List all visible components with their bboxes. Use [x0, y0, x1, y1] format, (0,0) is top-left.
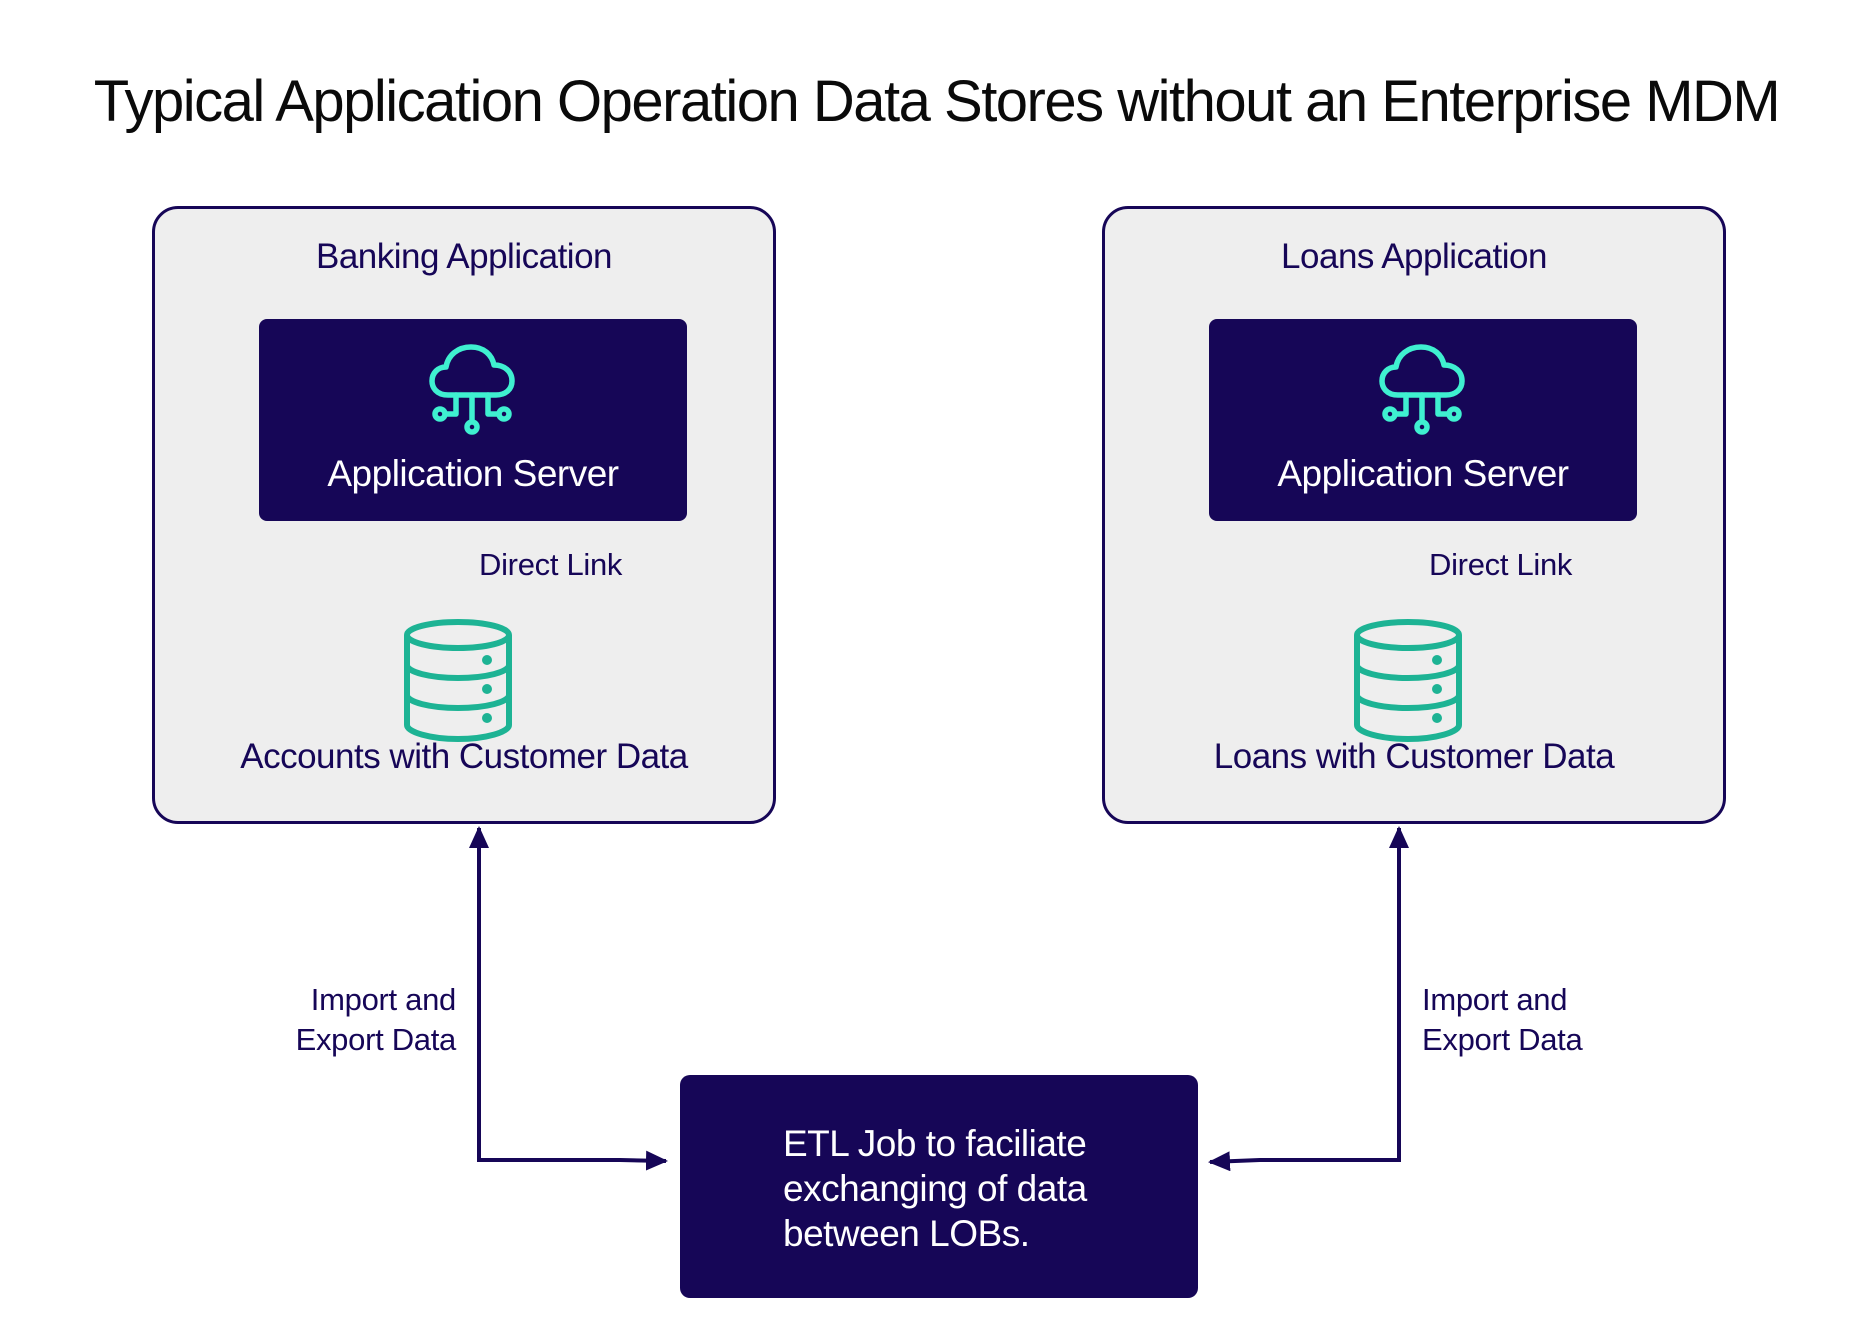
import-export-line-1: Import and: [1422, 982, 1568, 1017]
banking-application-box: Banking Application Application Server D…: [152, 206, 776, 824]
cloud-network-icon: [429, 344, 515, 435]
etl-line-1: ETL Job to faciliate: [783, 1123, 1087, 1164]
import-export-line-2: Export Data: [295, 1022, 457, 1057]
import-export-label-banking: Import and Export Data: [260, 980, 457, 1060]
app-title: Loans Application: [1281, 237, 1547, 276]
database-label: Accounts with Customer Data: [240, 737, 688, 776]
database-icon: [404, 619, 512, 742]
import-export-line-1: Import and: [310, 982, 457, 1017]
direct-link-label: Direct Link: [479, 547, 623, 582]
app-title: Banking Application: [316, 237, 613, 276]
etl-job-text: ETL Job to faciliate exchanging of data …: [783, 1121, 1087, 1256]
import-export-label-loans: Import and Export Data: [1422, 980, 1642, 1060]
diagram-title: Typical Application Operation Data Store…: [93, 69, 1781, 134]
server-label: Application Server: [327, 453, 619, 494]
loans-application-box: Loans Application Application Server Dir…: [1102, 206, 1726, 824]
import-export-arrow-banking: [469, 826, 668, 1171]
import-export-line-2: Export Data: [1422, 1022, 1583, 1057]
database-icon: [1354, 619, 1462, 742]
direct-link-label: Direct Link: [1429, 547, 1573, 582]
application-server-node: Application Server: [1209, 319, 1637, 521]
server-label: Application Server: [1277, 453, 1569, 494]
application-server-node: Application Server: [259, 319, 687, 521]
database-label: Loans with Customer Data: [1213, 737, 1615, 776]
cloud-network-icon: [1379, 344, 1465, 435]
etl-line-3: between LOBs.: [783, 1213, 1030, 1254]
import-export-arrow-loans: [1208, 826, 1409, 1172]
etl-job-node: ETL Job to faciliate exchanging of data …: [680, 1075, 1198, 1298]
etl-line-2: exchanging of data: [783, 1168, 1087, 1209]
